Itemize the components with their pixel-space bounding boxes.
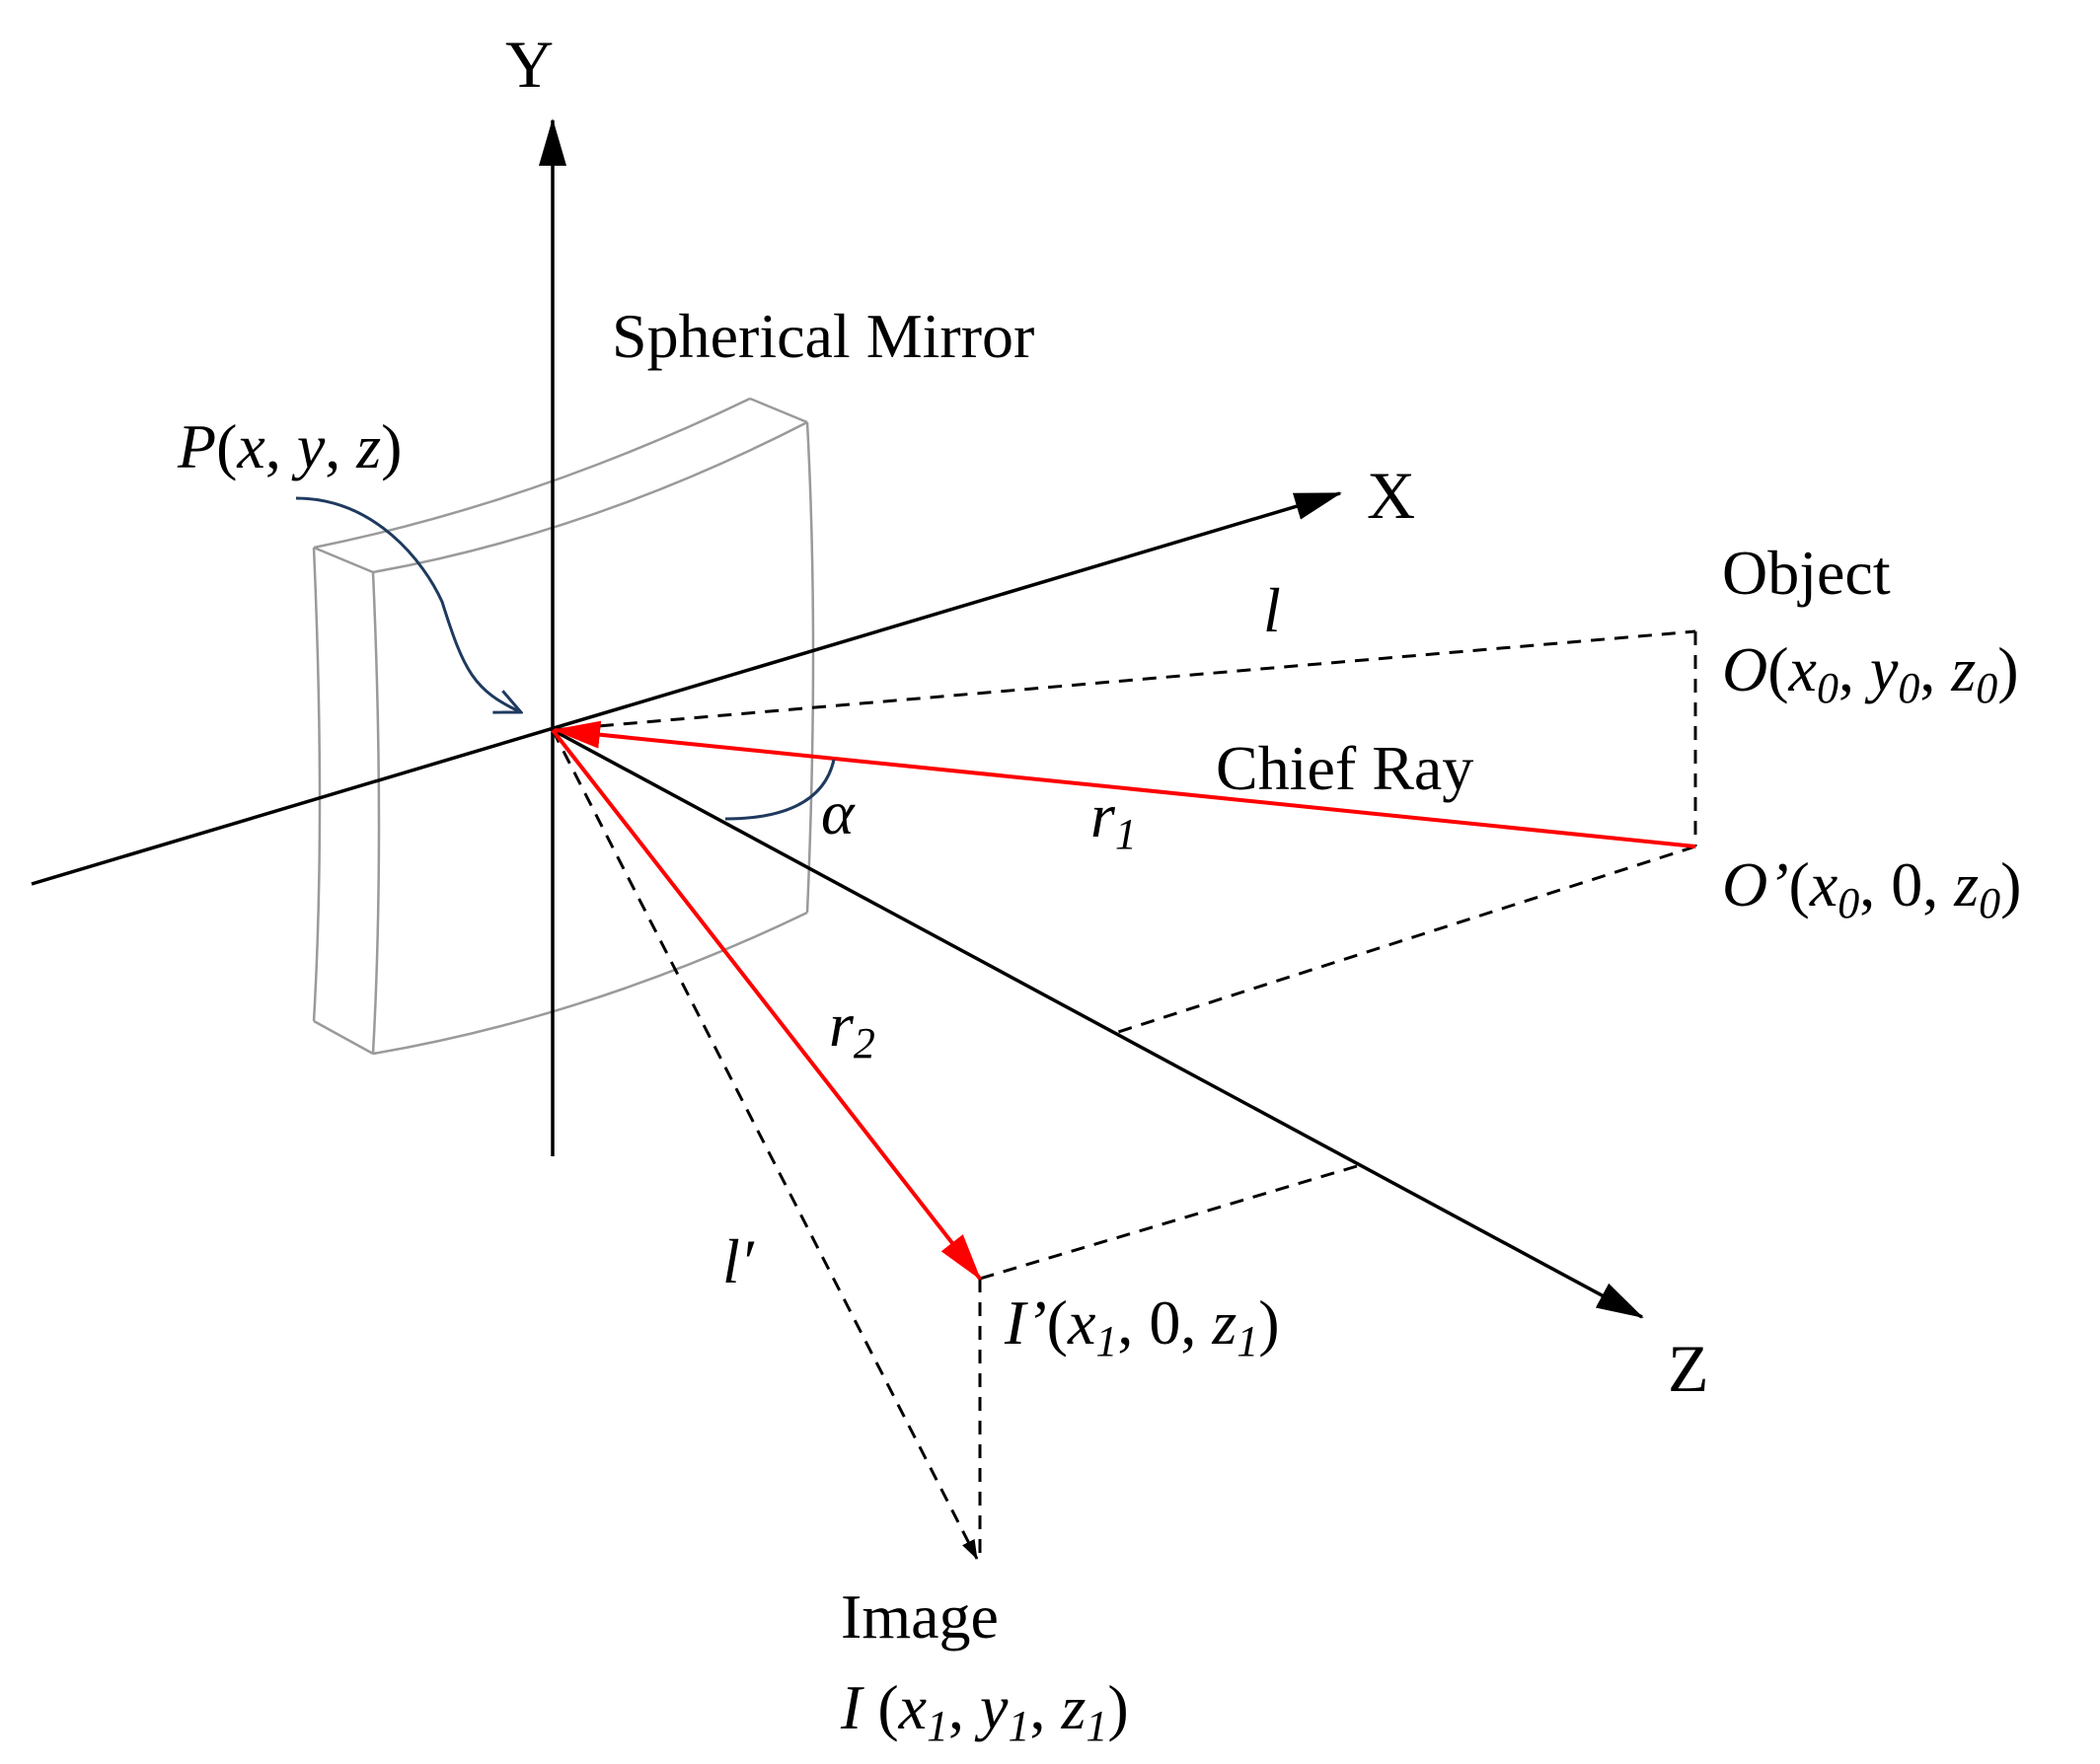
- x-axis-label: X: [1367, 458, 1415, 533]
- z-axis-label: Z: [1668, 1331, 1709, 1406]
- reflected-ray-r2: [551, 728, 982, 1281]
- point-p-pointer-arrow: [295, 496, 521, 712]
- chief-ray-label: Chief Ray: [1216, 733, 1473, 803]
- object-projection-to-z: [1114, 845, 1696, 1035]
- object-title: Object: [1722, 538, 1891, 608]
- l-prime-label: l′: [722, 1226, 755, 1296]
- object-projection-coords: O’(x0, 0, z0): [1722, 849, 2021, 927]
- image-coords: I (x1, y1, z1): [840, 1672, 1129, 1750]
- r2-label: r2: [829, 990, 875, 1067]
- r1-label: r1: [1090, 780, 1137, 858]
- point-p-label: P(x, y, z): [177, 411, 402, 481]
- l-label: l: [1263, 575, 1281, 645]
- line-l-prime: [551, 729, 979, 1560]
- line-l: [552, 629, 1696, 732]
- alpha-label: α: [821, 777, 856, 847]
- chief-ray-r1: [553, 720, 1696, 848]
- image-title: Image: [841, 1581, 999, 1652]
- object-coords: O(x0, y0, z0): [1722, 634, 2019, 712]
- mirror-title: Spherical Mirror: [612, 301, 1034, 371]
- z-axis: [552, 728, 1644, 1319]
- spherical-mirror: [312, 397, 815, 1056]
- dashed-construction-lines: [551, 629, 1697, 1561]
- image-projection-to-z: [979, 1164, 1358, 1281]
- x-axis: [31, 491, 1342, 886]
- image-projection-coords: I’(x1, 0, z1): [1004, 1287, 1280, 1365]
- alpha-angle-arc: [724, 759, 836, 821]
- y-axis-label: Y: [505, 27, 554, 102]
